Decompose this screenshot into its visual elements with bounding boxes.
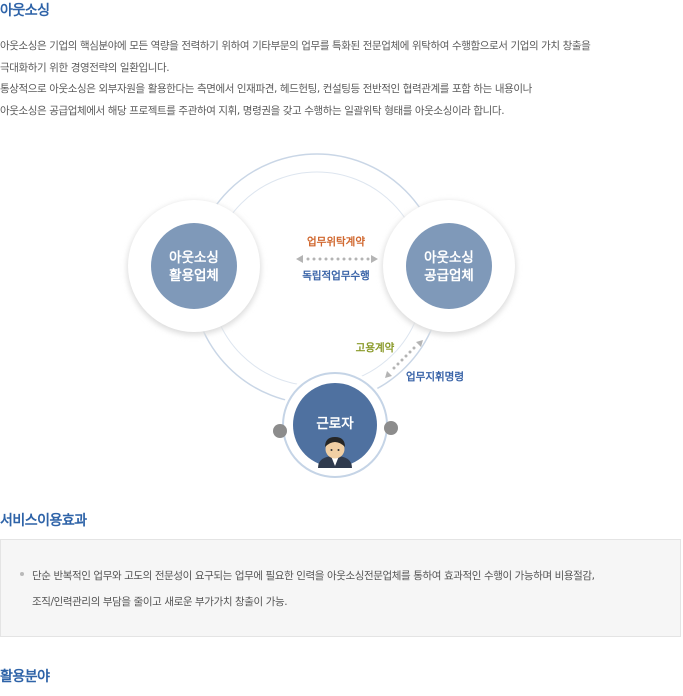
left-node-label-2: 활용업체 <box>169 267 219 284</box>
right-node-label-1: 아웃소싱 <box>424 249 474 266</box>
section-title-usage: 활용분야 <box>0 669 50 685</box>
right-node-circle <box>406 223 492 309</box>
intro-line: 통상적으로 아웃소싱은 외부자원을 활용한다는 측면에서 인재파견, 헤드헌팅,… <box>0 83 532 95</box>
service-effect-box: 단순 반복적인 업무와 고도의 전문성이 요구되는 업무에 필요한 인력을 아웃… <box>0 539 681 637</box>
worker-avatar-icon <box>318 437 352 468</box>
bidirectional-dotted-arrow-icon <box>296 255 378 263</box>
employment-contract-label: 고용계약 <box>356 341 395 354</box>
service-effect-text: 단순 반복적인 업무와 고도의 전문성이 요구되는 업무에 필요한 인력을 아웃… <box>32 563 677 615</box>
intro-line: 아웃소싱은 공급업체에서 해당 프로젝트를 주관하여 지휘, 명령권을 갖고 수… <box>0 104 505 117</box>
intro-paragraph: 아웃소싱은 기업의 핵심분야에 모든 역량을 전력하기 위하여 기타부문의 업무… <box>0 36 683 122</box>
independent-work-label: 독립적업무수행 <box>302 269 370 282</box>
contract-label: 업무위탁계약 <box>307 235 365 248</box>
ring-dot-right <box>384 421 398 435</box>
worker-label: 근로자 <box>316 416 354 432</box>
left-node-label-1: 아웃소싱 <box>169 249 219 266</box>
intro-line: 아웃소싱은 기업의 핵심분야에 모든 역량을 전력하기 위하여 기타부문의 업무… <box>0 40 591 52</box>
bullet-icon <box>20 572 24 576</box>
effect-line: 단순 반복적인 업무와 고도의 전문성이 요구되는 업무에 필요한 인력을 아웃… <box>32 570 595 582</box>
left-node-circle <box>151 223 237 309</box>
section-title-outsourcing: 아웃소싱 <box>0 3 50 19</box>
right-node-label-2: 공급업체 <box>424 268 474 284</box>
effect-line: 조직/인력관리의 부담을 줄이고 새로운 부가가치 창출이 가능. <box>32 596 288 608</box>
ring-dot-left <box>273 424 287 438</box>
work-command-label: 업무지휘명령 <box>406 370 464 383</box>
section-title-service-effect: 서비스이용효과 <box>0 513 87 529</box>
intro-line: 극대화하기 위한 경영전략의 일환입니다. <box>0 61 170 74</box>
diagonal-dotted-arrow-icon <box>385 340 423 378</box>
outsourcing-relationship-diagram: 아웃소싱 활용업체 아웃소싱 공급업체 업무위탁계약 독립적업무수행 고용계약 … <box>127 153 516 481</box>
bottom-node-circle <box>293 383 377 467</box>
